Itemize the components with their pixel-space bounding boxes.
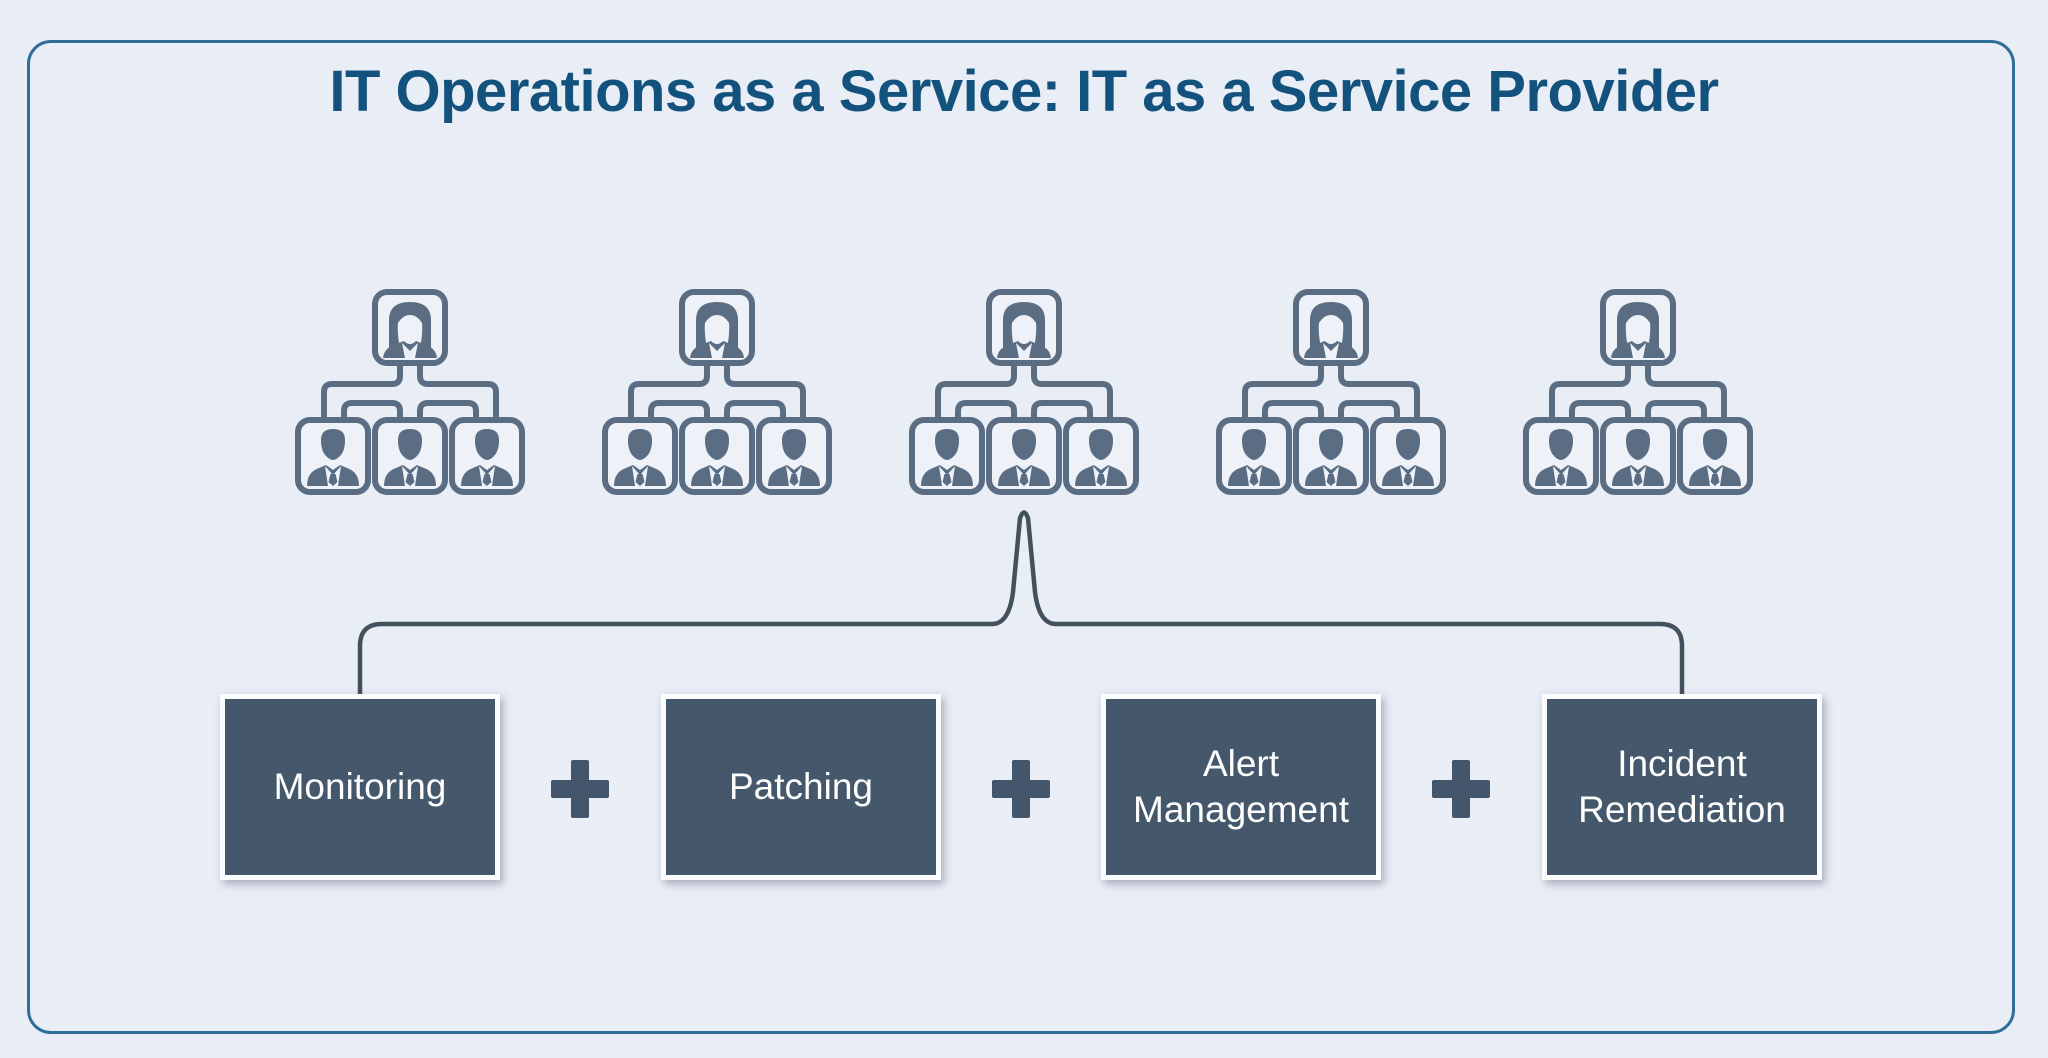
service-box-monitoring: Monitoring [220, 694, 500, 880]
service-label: Monitoring [273, 765, 447, 807]
service-box-incident-remediation: Incident Remediation [1542, 694, 1822, 880]
service-label: Incident Remediation [1578, 742, 1786, 830]
diagram-title: IT Operations as a Service: IT as a Serv… [329, 59, 1719, 124]
org-chart-icon [605, 292, 829, 492]
service-box-alert-management: Alert Management [1101, 694, 1381, 880]
org-chart-icon [1526, 292, 1750, 492]
service-box-patching: Patching [661, 694, 941, 880]
org-chart-icon [298, 292, 522, 492]
org-chart-icon [912, 292, 1136, 492]
service-label: Alert Management [1133, 742, 1349, 830]
plus-icon [1432, 760, 1490, 818]
curly-brace-connector [357, 510, 1685, 700]
plus-icon [551, 760, 609, 818]
org-chart-icon [1219, 292, 1443, 492]
service-label: Patching [729, 765, 873, 807]
plus-icon [992, 760, 1050, 818]
